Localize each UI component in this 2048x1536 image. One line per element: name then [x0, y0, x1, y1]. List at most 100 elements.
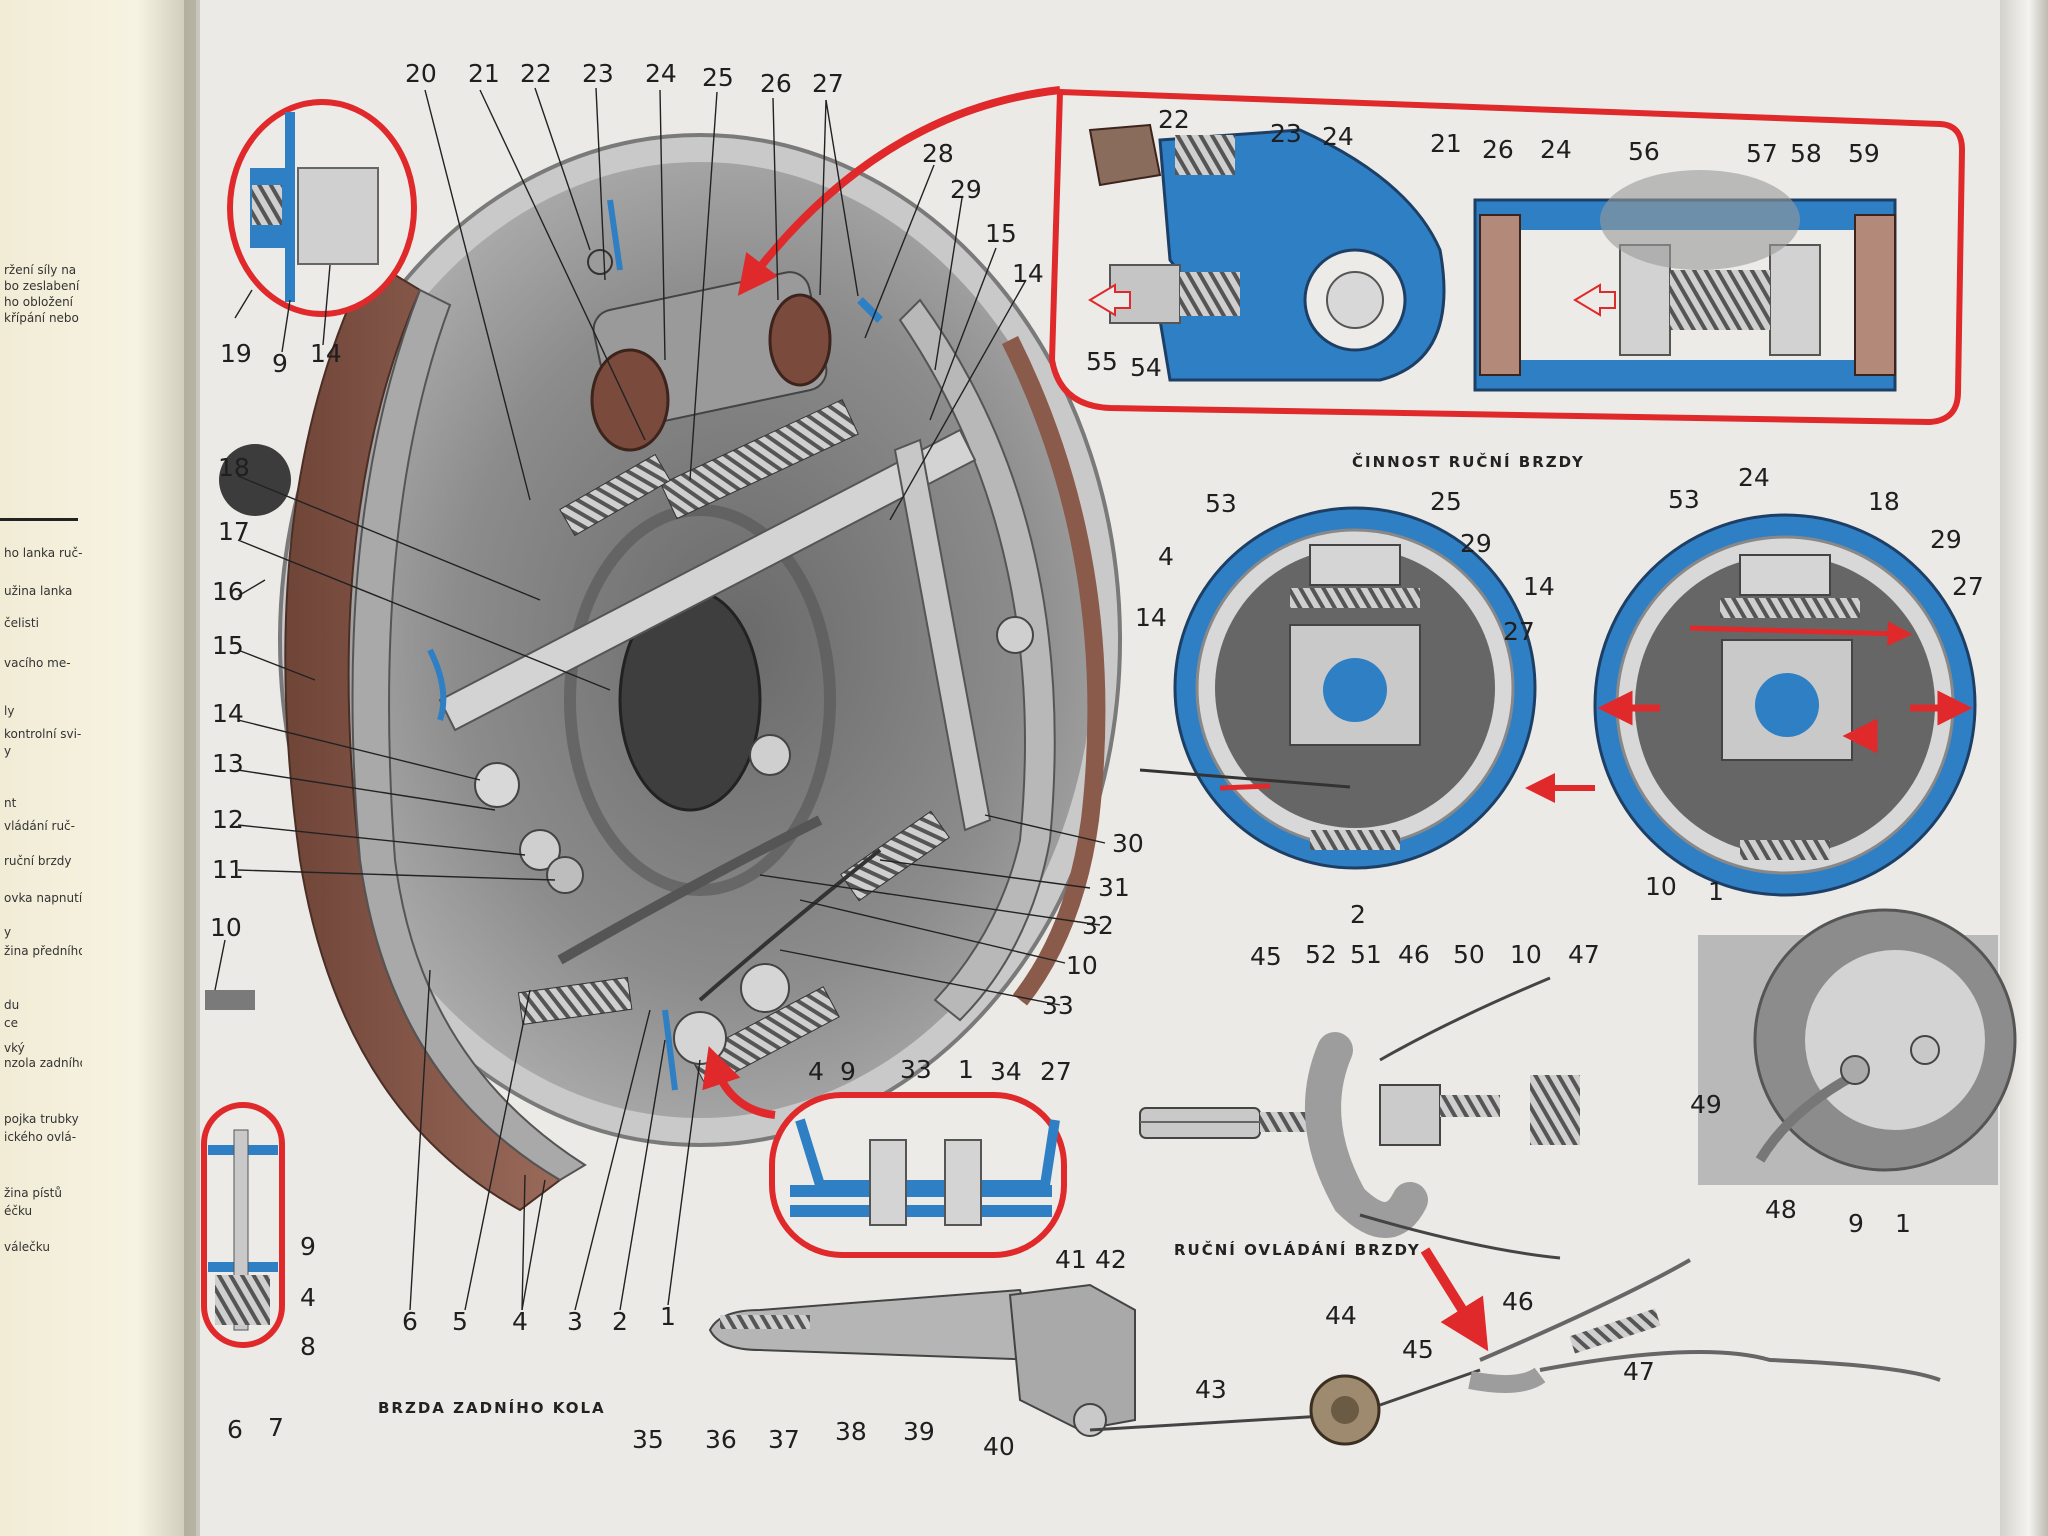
cable-branch-lower	[1539, 1350, 1941, 1382]
left-page-text-line: pojka trubky	[4, 1112, 79, 1126]
label: 18	[218, 453, 250, 482]
mounting-eye-bore	[1326, 271, 1384, 329]
label: 29	[1930, 525, 1962, 554]
label: 9	[1848, 1209, 1864, 1238]
expansion-arrow-upper	[1689, 621, 1913, 647]
label: 59	[1848, 139, 1880, 168]
lower-spring-small	[1740, 840, 1830, 860]
label: 33	[900, 1055, 932, 1084]
left-page-text-line: ržení síly na	[4, 263, 77, 277]
label: 14	[1135, 603, 1167, 632]
adjuster-nut-lower	[546, 856, 584, 894]
label: 53	[1668, 485, 1700, 514]
label: 22	[1158, 105, 1190, 134]
label: 48	[1765, 1195, 1797, 1224]
bleeder-cylinder	[297, 167, 379, 265]
handbrake-action-right	[1593, 513, 1977, 897]
label: 29	[950, 175, 982, 204]
label: 21	[468, 59, 500, 88]
left-page-rule	[0, 518, 78, 521]
label: 53	[1205, 489, 1237, 518]
caption-rear-brake: BRZDA ZADNÍHO KOLA	[378, 1398, 606, 1417]
drum-corner-face	[1805, 950, 1985, 1130]
axle-stub	[205, 990, 255, 1010]
handbrake-strut	[438, 428, 977, 732]
label: 56	[1628, 137, 1660, 166]
label: 4	[300, 1283, 316, 1312]
piston-spring	[1670, 270, 1770, 330]
callout-arrow-rivet	[702, 1046, 776, 1119]
handbrake-lever	[893, 438, 992, 832]
label: 19	[220, 339, 252, 368]
label: 5	[452, 1307, 468, 1336]
label: 1	[1708, 877, 1724, 906]
label: 54	[1130, 353, 1162, 382]
left-page-text-line: ho lanka ruč-	[4, 546, 82, 560]
pin-spring	[215, 1275, 270, 1325]
label: 34	[990, 1057, 1022, 1086]
lever-pivot	[1073, 1403, 1107, 1437]
cable-guide	[1840, 1055, 1870, 1085]
brake-shoe-web	[351, 288, 587, 1182]
bleeder-cap-section	[1088, 123, 1162, 187]
label: 4	[1158, 542, 1174, 571]
left-page-text-line: vládání ruč-	[4, 819, 75, 833]
left-page-text-line: éčku	[4, 1204, 33, 1218]
upper-spring-hook	[559, 453, 671, 537]
lever-clip	[857, 297, 883, 323]
cable-branch-upper	[1479, 1258, 1691, 1362]
label: 6	[227, 1415, 243, 1444]
adjuster-nut-upper	[519, 829, 561, 871]
rivet-plate-lower	[790, 1205, 1052, 1217]
left-page-text-line: y	[4, 744, 12, 758]
label: 24	[1540, 135, 1572, 164]
primary-cable-segment	[1379, 1368, 1481, 1407]
label: 37	[768, 1425, 800, 1454]
equalizer-yoke	[1305, 1032, 1428, 1238]
label: 21	[1430, 129, 1462, 158]
label: 26	[760, 69, 792, 98]
label: 2	[612, 1307, 628, 1336]
label: 22	[520, 59, 552, 88]
label: 47	[1623, 1357, 1655, 1386]
brake-pipe-union	[219, 444, 291, 516]
page-edge	[2000, 0, 2048, 1536]
adjusting-thread	[1440, 1095, 1500, 1117]
label: 8	[300, 1332, 316, 1361]
backing-disc	[1600, 170, 1800, 270]
label: 55	[1086, 347, 1118, 376]
label: 1	[660, 1302, 676, 1331]
hold-down-pin	[474, 762, 520, 808]
left-page-text-line: bo zeslabení	[4, 279, 80, 293]
adjuster-slot	[557, 815, 823, 965]
inset-cylinder	[1048, 88, 1966, 426]
shoe-steady-clip	[427, 648, 447, 721]
label: 15	[985, 219, 1017, 248]
label: 10	[1066, 951, 1098, 980]
label: 16	[212, 577, 244, 606]
label: 31	[1098, 873, 1130, 902]
anchor-block-pin	[740, 963, 790, 1013]
cylinder-dust-cap-left	[590, 348, 670, 452]
label: 9	[840, 1057, 856, 1086]
adjuster-cam	[996, 616, 1034, 654]
label: 43	[1195, 1375, 1227, 1404]
label: 44	[1325, 1301, 1357, 1330]
bleeder-thread	[252, 185, 282, 225]
label: 3	[567, 1307, 583, 1336]
label: 24	[645, 59, 677, 88]
left-page-text-line: y	[4, 925, 12, 939]
rivet-plate-upper	[790, 1185, 1052, 1197]
bleeder-valve	[587, 249, 613, 275]
inset-rivet	[769, 1092, 1067, 1258]
drum-corner-bolt	[1910, 1035, 1940, 1065]
label: 11	[212, 855, 244, 884]
label: 24	[1738, 463, 1770, 492]
label: 58	[1790, 139, 1822, 168]
label: 23	[1270, 119, 1302, 148]
lever-ratchet-bracket	[1008, 1283, 1136, 1432]
equalizer-return-spring	[1569, 1308, 1661, 1354]
label: 36	[705, 1425, 737, 1454]
label: 41	[1055, 1245, 1087, 1274]
